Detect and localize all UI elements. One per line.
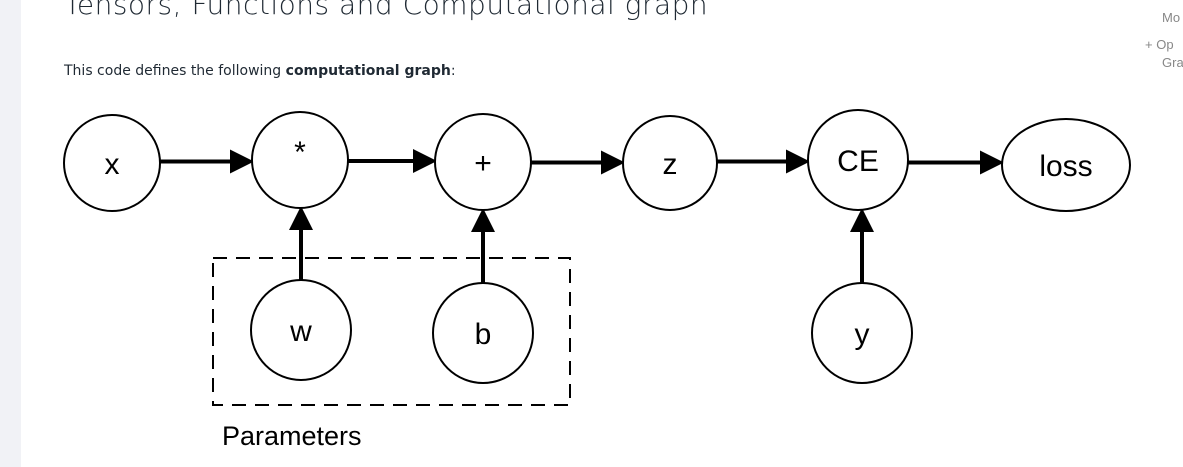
node-label-x: x	[105, 148, 120, 181]
graph-node-b: b	[432, 282, 534, 384]
toc-item-label-continuation: Gra	[1162, 55, 1183, 70]
node-label-ce: CE	[837, 145, 879, 178]
graph-node-mul: *	[251, 111, 349, 209]
parameters-group-label: Parameters	[222, 421, 362, 451]
node-shape-mul	[251, 111, 349, 209]
graph-node-y: y	[811, 282, 913, 384]
node-label-mul: *	[294, 136, 306, 169]
node-shape-y	[811, 282, 913, 384]
toc-item-expandable[interactable]: + Op	[1145, 36, 1183, 54]
node-shape-add	[434, 113, 532, 211]
node-label-y: y	[855, 318, 870, 351]
node-label-loss: loss	[1039, 150, 1092, 183]
node-label-z: z	[663, 148, 678, 181]
node-label-w: w	[289, 315, 312, 348]
page-title: Tensors, Functions and Computational gra…	[64, 0, 709, 21]
intro-bold-term: computational graph	[285, 63, 451, 79]
node-shape-z	[622, 115, 718, 211]
graph-node-loss: loss	[1001, 118, 1131, 212]
graph-node-z: z	[622, 115, 718, 211]
node-shape-ce	[807, 109, 909, 211]
node-label-b: b	[475, 318, 492, 351]
node-shape-b	[432, 282, 534, 384]
intro-suffix: :	[450, 63, 456, 79]
graph-node-ce: CE	[807, 109, 909, 211]
toc-item-label: Op	[1156, 37, 1174, 52]
graph-node-add: +	[434, 113, 532, 211]
intro-text: This code defines the following	[64, 63, 286, 79]
node-shape-w	[250, 279, 352, 381]
left-sidebar-strip	[0, 0, 21, 467]
node-shape-x	[63, 114, 161, 212]
table-of-contents: Mo + Op Gra	[1145, 9, 1183, 72]
toc-item[interactable]: Mo	[1162, 10, 1181, 25]
graph-node-x: x	[63, 114, 161, 212]
node-label-add: +	[474, 147, 492, 180]
intro-paragraph: This code defines the following computat…	[64, 63, 456, 79]
node-shape-loss	[1001, 118, 1131, 212]
expand-icon[interactable]: +	[1145, 37, 1153, 52]
graph-node-w: w	[250, 279, 352, 381]
